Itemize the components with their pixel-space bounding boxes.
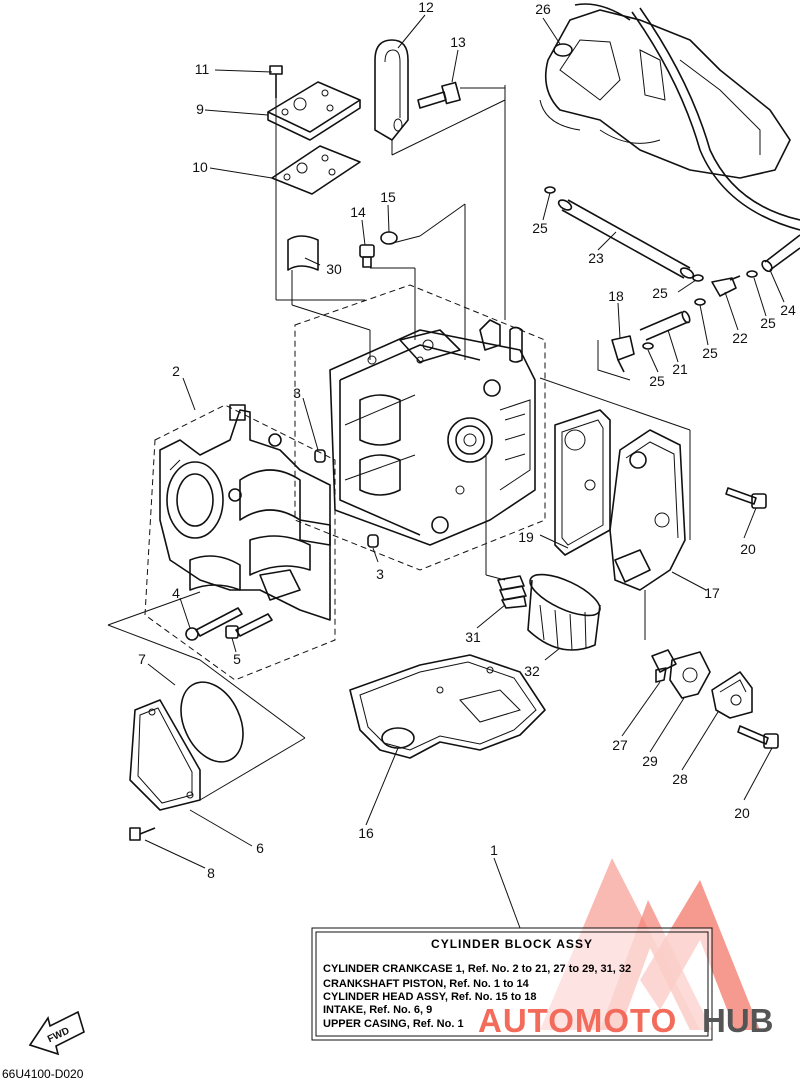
callout-5: 5 xyxy=(233,651,241,667)
plug-14 xyxy=(359,244,375,268)
gasket-16 xyxy=(349,654,546,759)
callout-12: 12 xyxy=(418,0,434,15)
legend-title: CYLINDER BLOCK ASSY xyxy=(431,937,593,951)
cylinder-block xyxy=(294,284,546,571)
callout-32: 32 xyxy=(524,663,540,679)
callout-22: 22 xyxy=(732,330,748,346)
intake-plate-9 xyxy=(267,81,361,141)
callout-3b: 3 xyxy=(376,566,384,582)
clip-25b xyxy=(692,274,704,282)
sleeve-30 xyxy=(287,235,319,271)
legend-line-5: UPPER CASING, Ref. No. 1 xyxy=(323,1018,464,1030)
hose-23 xyxy=(557,199,695,279)
callout-28: 28 xyxy=(672,771,688,787)
bracket-12 xyxy=(374,39,409,141)
crankcase-2 xyxy=(144,404,336,681)
callout-25a: 25 xyxy=(532,220,548,236)
callout-8: 8 xyxy=(207,865,215,881)
callout-7: 7 xyxy=(138,651,146,667)
cover-28 xyxy=(711,671,753,719)
callout-13: 13 xyxy=(450,34,466,50)
bolt-4 xyxy=(185,607,243,641)
callout-16: 16 xyxy=(358,825,374,841)
callout-23: 23 xyxy=(588,250,604,266)
callout-17: 17 xyxy=(704,585,720,601)
callout-27: 27 xyxy=(612,737,628,753)
callout-20a: 20 xyxy=(740,541,756,557)
dowel-pin-3a xyxy=(314,449,326,463)
dowel-pin-3b xyxy=(367,534,379,548)
callout-14: 14 xyxy=(350,204,366,220)
fitting-18 xyxy=(611,335,635,373)
diagram-code: 66U4100-D020 xyxy=(2,1067,84,1081)
legend-line-2: CRANKSHAFT PISTON, Ref. No. 1 to 14 xyxy=(323,978,530,990)
watermark-text-right: HUB xyxy=(702,1002,774,1039)
callout-25b: 25 xyxy=(652,285,668,301)
callouts: 1 2 3 3 4 5 6 7 8 9 10 11 12 13 14 15 16… xyxy=(138,0,796,881)
head-gasket-19 xyxy=(554,409,611,556)
cylinder-head-17 xyxy=(609,429,686,591)
callout-19: 19 xyxy=(518,529,534,545)
o-ring-7 xyxy=(180,681,244,763)
callout-21: 21 xyxy=(672,361,688,377)
legend-line-4: INTAKE, Ref. No. 6, 9 xyxy=(323,1004,432,1016)
fitting-22 xyxy=(711,275,741,297)
gasket-29 xyxy=(669,651,711,699)
legend-line-1: CYLINDER CRANKCASE 1, Ref. No. 2 to 21, … xyxy=(323,963,631,975)
callout-10: 10 xyxy=(192,159,208,175)
callout-29: 29 xyxy=(642,753,658,769)
thermostat-27 xyxy=(651,649,677,683)
callout-9: 9 xyxy=(196,101,204,117)
watermark-text: AUTOMOTO HUB xyxy=(478,1002,774,1039)
legend-line-3: CYLINDER HEAD ASSY, Ref. No. 15 to 18 xyxy=(323,991,537,1003)
bolt-20b xyxy=(737,725,779,749)
callout-6: 6 xyxy=(256,840,264,856)
spring-31 xyxy=(497,575,527,609)
clip-25c xyxy=(746,270,758,278)
callout-25e: 25 xyxy=(649,373,665,389)
callout-18: 18 xyxy=(608,288,624,304)
callout-11: 11 xyxy=(195,61,210,77)
callout-31: 31 xyxy=(465,629,481,645)
callout-30: 30 xyxy=(326,261,342,277)
gasket-10 xyxy=(271,145,361,195)
callout-26: 26 xyxy=(535,1,551,17)
upper-casing xyxy=(539,3,791,179)
callout-2: 2 xyxy=(172,363,180,379)
clip-25d xyxy=(694,298,706,306)
callout-24: 24 xyxy=(780,302,796,318)
bolt-11 xyxy=(269,65,283,98)
pipe-21 xyxy=(639,310,691,341)
intake-cover-6 xyxy=(129,699,201,811)
callout-4: 4 xyxy=(172,585,180,601)
oil-filter-32 xyxy=(527,573,601,651)
callout-1: 1 xyxy=(490,842,498,858)
legend-box: CYLINDER BLOCK ASSY CYLINDER CRANKCASE 1… xyxy=(311,927,713,1041)
callout-25c: 25 xyxy=(760,315,776,331)
bolt-5 xyxy=(225,613,273,639)
callout-25d: 25 xyxy=(702,345,718,361)
callout-20b: 20 xyxy=(734,805,750,821)
clip-25e xyxy=(642,342,654,350)
clip-25a xyxy=(544,186,556,194)
callout-15: 15 xyxy=(380,189,396,205)
leader-lines xyxy=(144,14,785,929)
callout-3a: 3 xyxy=(293,385,301,401)
hose-24 xyxy=(761,234,800,273)
watermark-text-left: AUTOMOTO xyxy=(478,1002,677,1039)
bolt-20a xyxy=(725,487,767,509)
fwd-arrow-icon: FWD xyxy=(28,1010,85,1056)
bolt-13 xyxy=(417,81,461,109)
bolt-8 xyxy=(129,827,156,841)
